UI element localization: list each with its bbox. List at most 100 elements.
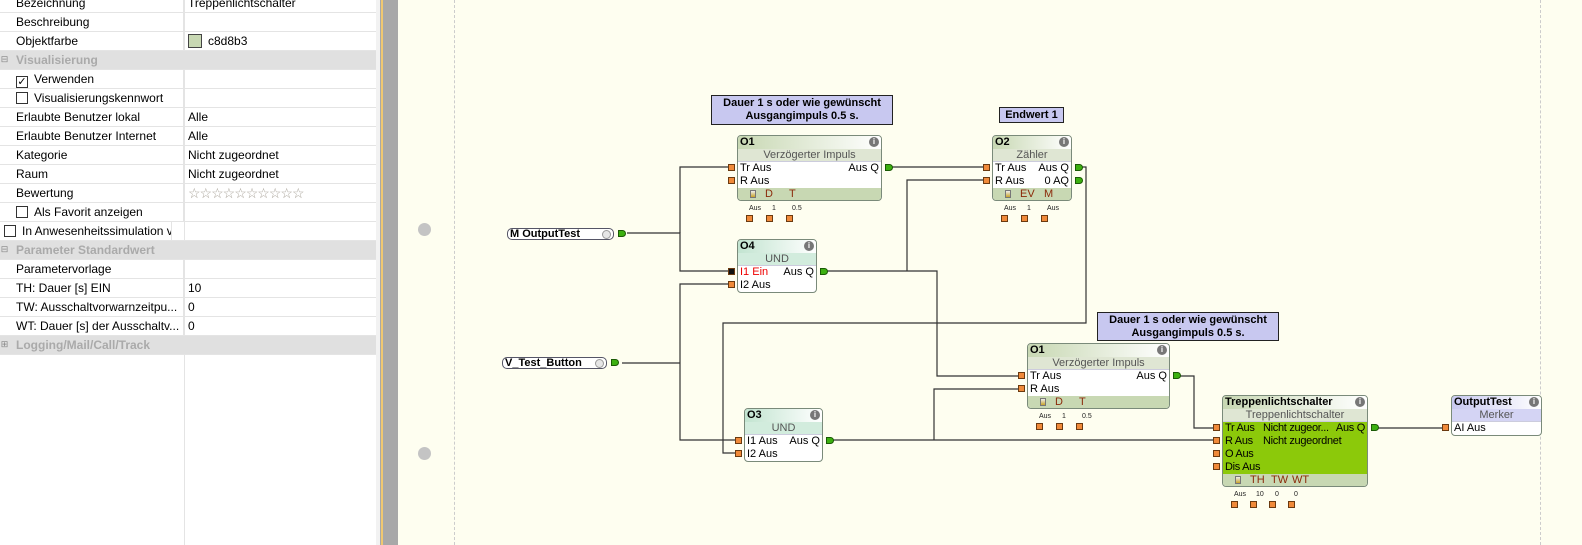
input-pin[interactable]: [728, 164, 735, 171]
output-pin[interactable]: [618, 230, 626, 237]
parameter-pin[interactable]: [1269, 501, 1276, 508]
property-row[interactable]: Beschreibung: [0, 13, 376, 32]
info-icon[interactable]: i: [810, 410, 820, 420]
property-name: Objektfarbe: [16, 34, 79, 48]
property-row[interactable]: Visualisierungskennwort: [0, 89, 376, 108]
property-row[interactable]: TW: Ausschaltvorwarnzeitpu...0: [0, 298, 376, 317]
input-label: V_Test_Button: [505, 357, 582, 369]
input-pin[interactable]: [735, 437, 742, 444]
input-pin[interactable]: [1213, 424, 1220, 431]
collapse-icon[interactable]: ⊟: [0, 244, 9, 254]
parameter-pin[interactable]: [1021, 215, 1028, 222]
input-object[interactable]: M OutputTest: [507, 228, 614, 240]
color-swatch[interactable]: [188, 34, 202, 48]
parameter-pin[interactable]: [766, 215, 773, 222]
parameter-pin[interactable]: [746, 215, 753, 222]
info-icon[interactable]: i: [1355, 397, 1365, 407]
input-pin[interactable]: [1018, 372, 1025, 379]
output-pin[interactable]: [611, 359, 619, 366]
output-pin[interactable]: [1173, 372, 1181, 379]
input-pin[interactable]: [728, 281, 735, 288]
property-row[interactable]: In Anwesenheitssimulation v...: [0, 222, 376, 241]
checkbox[interactable]: [16, 206, 28, 218]
output-pin[interactable]: [1075, 177, 1083, 184]
input-pin[interactable]: [728, 268, 735, 275]
property-value[interactable]: 0: [188, 298, 195, 316]
info-icon[interactable]: i: [1529, 397, 1539, 407]
input-pin[interactable]: [1213, 463, 1220, 470]
property-row[interactable]: ✓Verwenden: [0, 70, 376, 89]
checkbox-checked[interactable]: ✓: [16, 76, 28, 88]
input-toggle-icon[interactable]: [595, 359, 604, 368]
output-pin[interactable]: [1371, 424, 1379, 431]
property-value[interactable]: Nicht zugeordnet: [188, 165, 279, 183]
wire: [1180, 375, 1215, 429]
property-value[interactable]: Alle: [188, 108, 208, 126]
comment-note[interactable]: Dauer 1 s oder wie gewünscht Ausgangimpu…: [711, 95, 893, 125]
input-pin[interactable]: [728, 177, 735, 184]
input-pin[interactable]: [983, 164, 990, 171]
parameter-pin[interactable]: [1056, 423, 1063, 430]
input-pin[interactable]: [1442, 424, 1449, 431]
input-label: Tr Aus: [740, 162, 772, 174]
output-pin[interactable]: [1075, 164, 1083, 171]
parameter-pin[interactable]: [786, 215, 793, 222]
parameter-pin[interactable]: [1001, 215, 1008, 222]
property-value[interactable]: 0: [188, 317, 195, 335]
property-value[interactable]: Nicht zugeordnet: [188, 146, 279, 164]
input-pin[interactable]: [983, 177, 990, 184]
property-row[interactable]: Bewertung☆☆☆☆☆☆☆☆☆☆: [0, 184, 376, 203]
property-value[interactable]: 10: [188, 279, 201, 297]
parameter-pin[interactable]: [1041, 215, 1048, 222]
input-pin[interactable]: [735, 450, 742, 457]
input-pin[interactable]: [1213, 437, 1220, 444]
checkbox[interactable]: [4, 225, 16, 237]
input-pin[interactable]: [1018, 385, 1025, 392]
property-value[interactable]: Alle: [188, 127, 208, 145]
property-row[interactable]: Als Favorit anzeigen: [0, 203, 376, 222]
parameter-pin[interactable]: [1288, 501, 1295, 508]
comment-note[interactable]: Dauer 1 s oder wie gewünscht Ausgangimpu…: [1097, 312, 1279, 341]
collapse-icon[interactable]: ⊟: [0, 54, 9, 64]
output-pin[interactable]: [885, 164, 893, 171]
input-toggle-icon[interactable]: [602, 230, 611, 239]
parameter-pin[interactable]: [1231, 501, 1238, 508]
input-object[interactable]: V_Test_Button: [502, 357, 607, 369]
comment-note[interactable]: Endwert 1: [999, 107, 1064, 123]
output-pin[interactable]: [826, 437, 834, 444]
panel-splitter[interactable]: [376, 0, 398, 545]
info-icon[interactable]: i: [1059, 137, 1069, 147]
property-row[interactable]: Parametervorlage: [0, 260, 376, 279]
parameter-pin[interactable]: [1076, 423, 1083, 430]
property-value[interactable]: c8d8b3: [188, 32, 247, 50]
property-row[interactable]: WT: Dauer [s] der Ausschaltv...0: [0, 317, 376, 336]
expand-icon[interactable]: ⊞: [0, 339, 9, 349]
info-icon[interactable]: i: [869, 137, 879, 147]
rating-stars[interactable]: ☆☆☆☆☆☆☆☆☆☆: [188, 185, 305, 201]
value-text: Nicht zugeordnet: [188, 148, 279, 162]
output-pin[interactable]: [820, 268, 828, 275]
property-row[interactable]: Objektfarbe c8d8b3: [0, 32, 376, 51]
input-pin[interactable]: [1213, 450, 1220, 457]
checkbox[interactable]: [16, 92, 28, 104]
info-icon[interactable]: i: [804, 241, 814, 251]
info-icon[interactable]: i: [1157, 345, 1167, 355]
property-value[interactable]: ☆☆☆☆☆☆☆☆☆☆: [188, 184, 305, 203]
parameter-pin[interactable]: [1250, 501, 1257, 508]
property-value[interactable]: Treppenlichtschalter: [188, 0, 296, 12]
parameter-pin[interactable]: [1036, 423, 1043, 430]
